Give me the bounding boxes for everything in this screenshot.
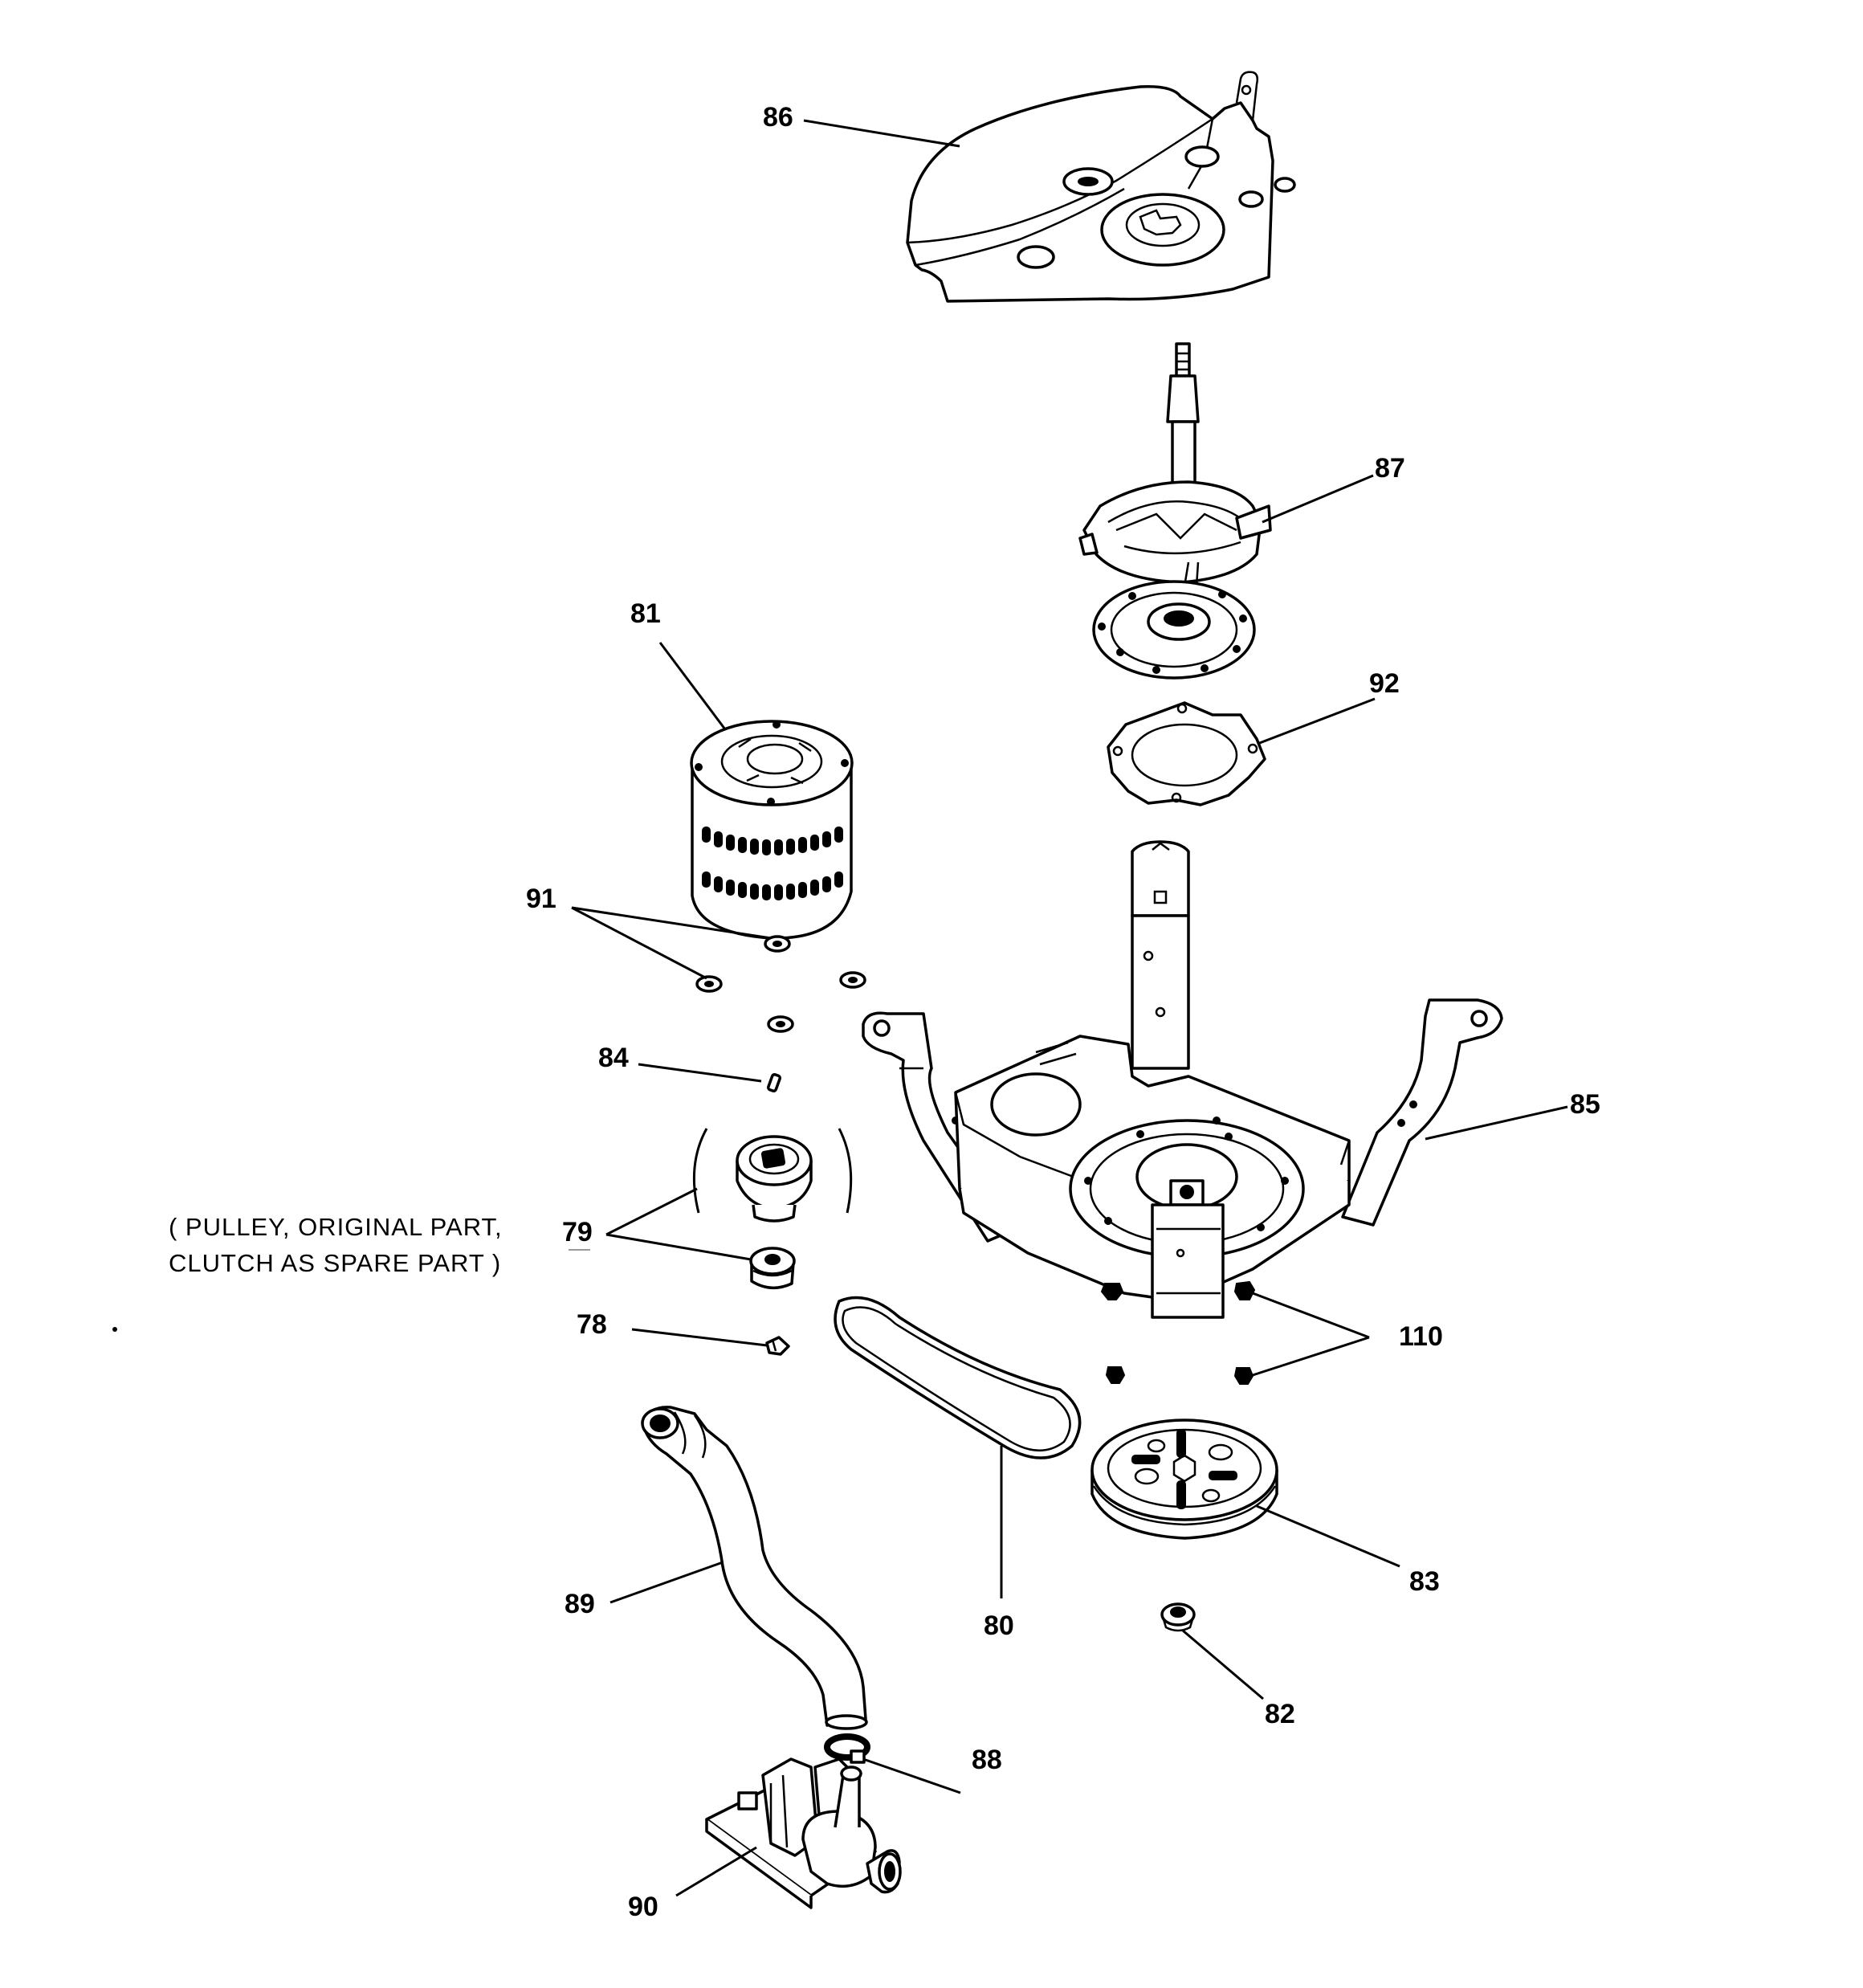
part-110-screws <box>1100 1280 1256 1385</box>
part-81-motor <box>690 720 854 940</box>
callout-80: 80 <box>984 1610 1014 1641</box>
callout-90: 90 <box>628 1892 658 1922</box>
callout-83: 83 <box>1409 1566 1440 1597</box>
part-78-clip <box>765 1336 790 1356</box>
part-83-large-pulley <box>1090 1419 1278 1540</box>
pulley-note: ( PULLEY, ORIGINAL PART, CLUTCH AS SPARE… <box>169 1213 503 1277</box>
callout-78: 78 <box>577 1309 607 1340</box>
part-89-hose <box>641 1406 868 1730</box>
part-88-clamp <box>824 1733 870 1764</box>
leader-lines <box>571 119 1568 1897</box>
part-91-grommets <box>695 935 866 1033</box>
callout-82: 82 <box>1265 1699 1295 1729</box>
part-92-gasket <box>1107 701 1266 806</box>
part-86-cover <box>906 71 1296 303</box>
note-line-1: ( PULLEY, ORIGINAL PART, <box>169 1213 503 1241</box>
callout-88: 88 <box>972 1745 1002 1775</box>
motor-vent-slots <box>702 827 843 900</box>
callout-110: 110 <box>1399 1321 1443 1352</box>
stray-dot <box>112 1327 117 1332</box>
callout-92: 92 <box>1369 668 1400 699</box>
part-85-base-bracket <box>862 840 1503 1319</box>
callout-87: 87 <box>1375 453 1405 484</box>
callout-79: 79 <box>562 1217 593 1247</box>
part-87-transmission <box>1078 342 1272 680</box>
callout-labels: 86 87 81 92 91 84 85 79 78 110 80 83 89 … <box>526 102 1600 1922</box>
callout-81: 81 <box>630 598 661 629</box>
part-90-drain-pump <box>705 1757 902 1909</box>
callout-85: 85 <box>1570 1089 1600 1120</box>
part-79-pulley-clutch <box>692 1128 853 1289</box>
callout-86: 86 <box>763 102 793 133</box>
note-line-2: CLUTCH AS SPARE PART ) <box>169 1249 501 1277</box>
callout-89: 89 <box>565 1589 595 1619</box>
callout-84: 84 <box>598 1043 629 1073</box>
part-82-nut <box>1160 1602 1196 1632</box>
part-84-key <box>766 1072 782 1093</box>
callout-91: 91 <box>526 884 556 914</box>
part-80-belt <box>834 1296 1082 1459</box>
